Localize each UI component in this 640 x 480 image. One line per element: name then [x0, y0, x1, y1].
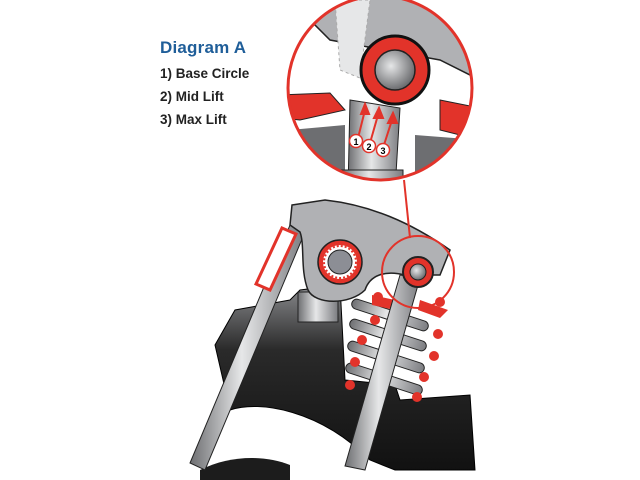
diagram-title: Diagram A — [160, 38, 247, 57]
legend-item-base-circle: 1) Base Circle — [160, 66, 250, 81]
marker-1: 1 — [348, 133, 364, 149]
svg-text:2: 2 — [366, 142, 371, 152]
valve-stem — [344, 256, 434, 471]
callout-leader-line — [403, 179, 411, 239]
legend-item-mid-lift: 2) Mid Lift — [160, 89, 224, 104]
svg-text:1: 1 — [353, 137, 358, 147]
marker-2: 2 — [361, 138, 377, 154]
legend: Diagram A 1) Base Circle 2) Mid Lift 3) … — [160, 38, 249, 135]
rocker-arm — [289, 199, 451, 302]
detail-magnifier: 1 2 3 — [286, 0, 474, 182]
marker-3: 3 — [375, 142, 391, 158]
callout-circle-small — [381, 235, 455, 309]
legend-item-max-lift: 3) Max Lift — [160, 112, 227, 127]
svg-text:3: 3 — [380, 146, 385, 156]
